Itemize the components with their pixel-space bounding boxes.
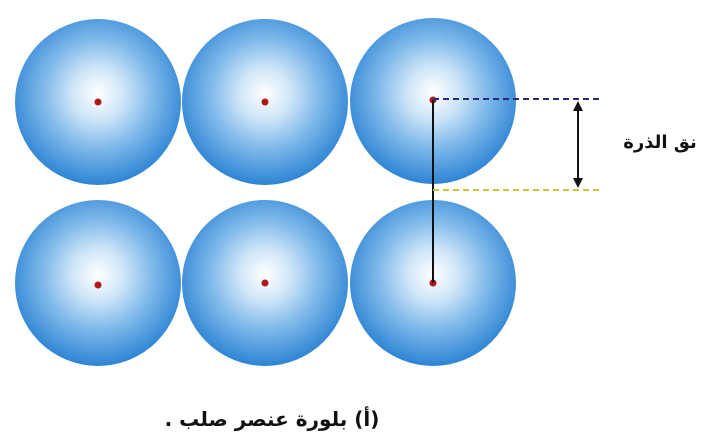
atom-nucleus <box>94 98 102 106</box>
radius-label: نق الذرة <box>623 132 697 153</box>
figure-caption: (أ) بلورة عنصر صلب . <box>165 405 380 431</box>
atom-nucleus <box>261 98 269 106</box>
atom-nucleus <box>94 281 102 289</box>
atom-nucleus <box>261 279 269 287</box>
